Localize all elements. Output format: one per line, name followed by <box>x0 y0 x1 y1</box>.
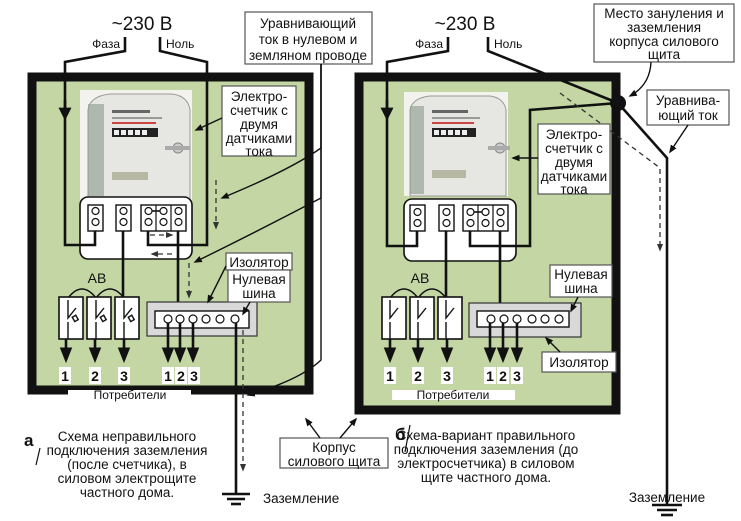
svg-text:щите частного дома.: щите частного дома. <box>421 470 551 485</box>
circuit-breakers-left: АВ <box>58 270 140 364</box>
svg-text:3: 3 <box>120 368 128 384</box>
svg-text:тока: тока <box>245 144 273 159</box>
svg-text:подключения заземления: подключения заземления <box>47 443 208 458</box>
svg-text:частного дома.: частного дома. <box>80 485 174 500</box>
svg-text:2: 2 <box>414 368 422 384</box>
meter-callout-left: Электро- счетчик с двумя датчиками тока <box>194 85 297 159</box>
svg-text:Корпус: Корпус <box>312 440 356 455</box>
phase-label-right: Фаза <box>415 37 443 51</box>
caption-right: б Схема-вариант правильного подключения … <box>394 424 578 485</box>
panel-left: АВ <box>27 37 314 506</box>
svg-text:Место зануления и: Место зануления и <box>604 6 724 21</box>
svg-text:подключения заземления (до: подключения заземления (до <box>394 442 578 457</box>
svg-text:3: 3 <box>443 368 451 384</box>
svg-text:Уравнивающий: Уравнивающий <box>260 16 356 31</box>
callout-equalizing-current: Уравнива- ющий ток <box>646 89 730 154</box>
svg-text:1: 1 <box>386 368 394 384</box>
svg-text:шина: шина <box>564 281 598 296</box>
svg-text:тока: тока <box>560 182 588 197</box>
svg-text:счетчик с: счетчик с <box>230 103 288 118</box>
svg-text:заземления: заземления <box>627 20 701 35</box>
consumer-outputs-left: 1 2 3 1 2 3 Потребители <box>59 367 200 402</box>
svg-text:силового щита: силового щита <box>288 454 381 469</box>
svg-text:1: 1 <box>164 368 172 384</box>
svg-text:2: 2 <box>499 368 507 384</box>
svg-text:Электро-: Электро- <box>231 89 287 104</box>
insulator-label-right: Изолятор <box>549 355 608 370</box>
phase-wire-left <box>63 37 127 247</box>
svg-text:3: 3 <box>513 368 521 384</box>
breaker-label: АВ <box>88 270 107 286</box>
ground-label-left: Заземление <box>263 491 339 506</box>
svg-text:Электро-: Электро- <box>546 127 602 142</box>
meter-callout-right: Электро- счетчик с двумя датчиками тока <box>511 123 611 197</box>
caption-letter-b: б <box>395 425 406 444</box>
neutral-bus-label-left: Нулевая <box>232 272 285 287</box>
neutral-wire-left <box>146 37 209 247</box>
phase-wire-right <box>385 37 450 248</box>
meter-left <box>80 90 192 201</box>
consumers-label-right: Потребители <box>417 388 490 402</box>
svg-text:Схема-вариант правильного: Схема-вариант правильного <box>397 428 576 443</box>
voltage-label-right: ~230 В <box>435 14 496 35</box>
grounding-point <box>610 95 626 111</box>
panel-right: АВ <box>354 37 682 517</box>
svg-text:ющий ток: ющий ток <box>658 108 718 123</box>
svg-text:2: 2 <box>91 368 99 384</box>
ground-label-right: Заземление <box>629 490 705 505</box>
neutral-bus-left <box>146 301 258 364</box>
svg-text:3: 3 <box>190 368 198 384</box>
svg-text:2: 2 <box>177 368 185 384</box>
ground-symbol-right <box>652 503 682 517</box>
phase-label-left: Фаза <box>92 37 120 51</box>
neutral-label-right: Ноль <box>494 37 522 51</box>
callout-equalizing-current-neutral-ground: Уравнивающий ток в нулевом и земляном пр… <box>193 11 373 397</box>
consumer-outputs-right: 1 2 3 1 2 3 Потребители <box>384 367 523 402</box>
svg-text:счетчик с: счетчик с <box>545 141 603 156</box>
callout-grounding-point: Место зануления и заземления корпуса сил… <box>593 3 735 97</box>
svg-text:шина: шина <box>242 286 276 301</box>
voltage-label-left: ~230 В <box>112 14 173 35</box>
svg-text:щита: щита <box>648 47 681 62</box>
callout-panel-housing: Корпус силового щита <box>279 417 389 469</box>
svg-text:корпуса силового: корпуса силового <box>609 34 718 49</box>
neutral-label-left: Ноль <box>166 37 194 51</box>
caption-letter-a: а <box>24 431 34 450</box>
svg-text:Уравнива-: Уравнива- <box>656 93 720 108</box>
svg-text:датчиками: датчиками <box>226 131 292 146</box>
terminal-block-left <box>79 196 193 260</box>
svg-text:датчиками: датчиками <box>541 169 607 184</box>
svg-text:ток в нулевом и: ток в нулевом и <box>259 32 358 47</box>
svg-text:1: 1 <box>486 368 494 384</box>
neutral-bus-label-right: Нулевая <box>554 267 607 282</box>
svg-text:двумя: двумя <box>240 117 278 132</box>
consumers-label-left: Потребители <box>94 388 167 402</box>
svg-text:силовом электрощите: силовом электрощите <box>58 471 197 486</box>
caption-left: а Схема неправильного подключения заземл… <box>24 429 207 500</box>
svg-text:(после счетчика), в: (после счетчика), в <box>67 457 187 472</box>
svg-text:1: 1 <box>61 368 69 384</box>
svg-text:двумя: двумя <box>555 155 593 170</box>
svg-text:электросчетчика) в силовом: электросчетчика) в силовом <box>397 456 574 471</box>
insulator-label-left: Изолятор <box>229 255 288 270</box>
meter-right <box>404 92 510 197</box>
circuit-breakers-right: АВ <box>381 270 463 364</box>
svg-text:земляном проводе: земляном проводе <box>249 48 367 63</box>
ground-symbol-left <box>222 492 250 506</box>
svg-text:АВ: АВ <box>411 270 430 286</box>
svg-text:Схема неправильного: Схема неправильного <box>58 429 196 444</box>
neutral-bus-right <box>468 302 582 364</box>
